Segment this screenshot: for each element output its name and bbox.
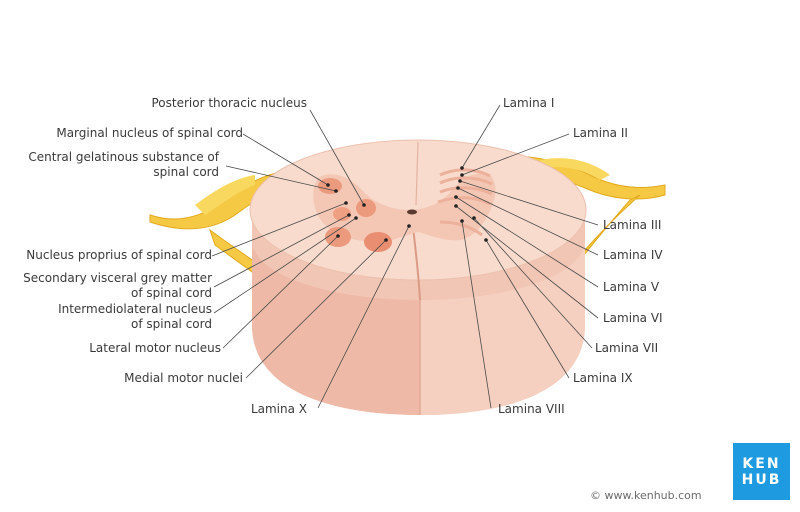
label-lateral-motor-nucleus: Lateral motor nucleus	[89, 341, 221, 355]
spinal-cord-segment	[249, 139, 587, 415]
kenhub-logo[interactable]: KEN HUB	[733, 443, 790, 500]
label-intermediolateral-nucleus: Intermediolateral nucleus of spinal cord	[58, 302, 212, 332]
label-central-gelatinous-line1: Central gelatinous substance of	[28, 150, 219, 164]
label-lamina-ii: Lamina II	[573, 126, 628, 140]
label-posterior-thoracic-nucleus: Posterior thoracic nucleus	[151, 96, 307, 110]
label-lamina-vi: Lamina VI	[603, 311, 663, 325]
label-central-gelatinous-substance: Central gelatinous substance of spinal c…	[28, 150, 219, 180]
logo-line1: KEN	[742, 455, 781, 472]
label-lamina-vii: Lamina VII	[595, 341, 659, 355]
label-secondary-visceral-line2: of spinal cord	[131, 286, 212, 300]
label-central-gelatinous-line2: spinal cord	[153, 165, 219, 179]
label-intermediolateral-line2: of spinal cord	[131, 317, 212, 331]
label-marginal-nucleus: Marginal nucleus of spinal cord	[56, 126, 243, 140]
label-lamina-x: Lamina X	[250, 402, 307, 416]
pointer-dots	[326, 166, 488, 242]
label-nucleus-proprius: Nucleus proprius of spinal cord	[26, 248, 212, 262]
leader-lines	[211, 104, 599, 409]
label-medial-motor-nuclei: Medial motor nuclei	[124, 371, 243, 385]
logo-line2: HUB	[741, 471, 782, 488]
label-lamina-viii: Lamina VIII	[498, 402, 565, 416]
label-lamina-v: Lamina V	[603, 280, 660, 294]
label-secondary-visceral-grey-matter: Secondary visceral grey matter of spinal…	[23, 271, 212, 301]
label-lamina-i: Lamina I	[503, 96, 555, 110]
label-secondary-visceral-line1: Secondary visceral grey matter	[23, 271, 212, 285]
label-intermediolateral-line1: Intermediolateral nucleus	[58, 302, 212, 316]
label-lamina-ix: Lamina IX	[573, 371, 633, 385]
label-lamina-iv: Lamina IV	[603, 248, 663, 262]
grey-matter	[313, 168, 496, 252]
label-lamina-iii: Lamina III	[603, 218, 662, 232]
copyright-credit: © www.kenhub.com	[590, 489, 702, 502]
